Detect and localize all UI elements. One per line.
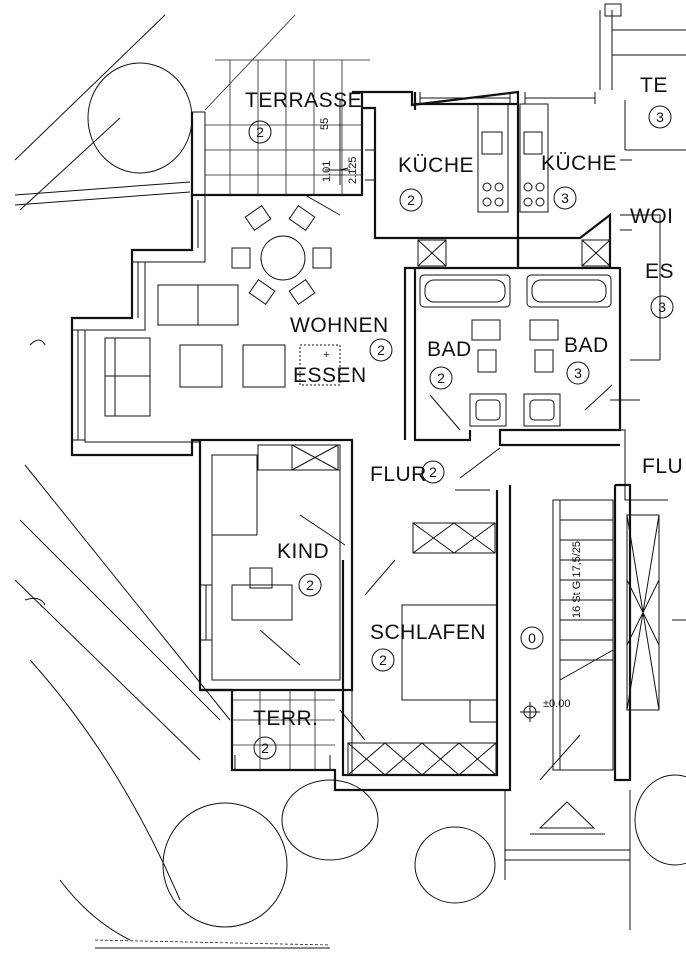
unit-bad-3: 3	[574, 365, 582, 381]
windows	[72, 92, 632, 770]
label-essen: ESSEN	[293, 364, 367, 387]
unit-flur-2: 2	[429, 464, 437, 480]
label-flur-2: FLUR	[370, 463, 427, 486]
label-kind: KIND	[277, 540, 329, 563]
label-kueche-2: KÜCHE	[398, 154, 474, 177]
unit-schlafen: 2	[379, 652, 387, 668]
label-terrasse: TERRASSE	[245, 89, 362, 112]
label-schlafen: SCHLAFEN	[370, 621, 486, 644]
label-terr: TERR.	[253, 707, 319, 730]
label-terrasse-3: TE	[640, 74, 668, 97]
unit-bad-2: 2	[437, 370, 445, 386]
dim-101: 1.01	[321, 161, 333, 182]
furniture-living	[104, 205, 341, 417]
furniture-schlafen	[347, 522, 498, 776]
furniture-kind	[211, 444, 341, 621]
label-essen-3: ES	[645, 260, 674, 283]
label-wohnen: WOHNEN	[290, 314, 389, 337]
unit-terrasse: 2	[256, 124, 264, 140]
terrace-bottom	[232, 690, 335, 770]
unit-kueche-3: 3	[561, 190, 569, 206]
label-wohnen-3: WOI	[630, 205, 674, 228]
terrace-top-right	[599, 3, 686, 151]
bathroom-fixtures	[419, 274, 612, 427]
kitchen-3-fixtures	[519, 103, 611, 267]
unit-kind: 2	[306, 577, 314, 593]
landscaping	[14, 14, 686, 949]
dim-2125: 2.125	[347, 156, 359, 184]
kitchen-2-fixtures	[417, 103, 509, 267]
entrance-symbol	[504, 702, 631, 930]
level-mark: ±0.00	[543, 698, 570, 710]
unit-treppenhaus: 0	[528, 630, 536, 646]
staircase	[552, 499, 686, 771]
annotations: 1.01 55 2.125 16 St G 17,5/25 ±0.00	[319, 118, 583, 710]
unit-terrasse-3: 3	[656, 109, 664, 125]
dim-55: 55	[319, 118, 331, 130]
unit-wohnen-3: 3	[658, 299, 666, 315]
dimension-lines	[325, 100, 350, 185]
label-wohnen-plus: +	[323, 349, 329, 361]
label-kueche-3: KÜCHE	[541, 152, 617, 175]
room-labels: TERRASSE 2 KÜCHE 2 KÜCHE 3 WOHNEN + ESSE…	[245, 74, 683, 760]
label-flur-3: FLU	[642, 455, 683, 478]
terrace-top-left	[190, 14, 370, 197]
unit-terr: 2	[261, 740, 269, 756]
unit-wohnen: 2	[377, 342, 385, 358]
unit-kueche-2: 2	[407, 192, 415, 208]
stair-spec: 16 St G 17,5/25	[571, 541, 583, 618]
label-bad-3: BAD	[564, 334, 609, 357]
label-bad-2: BAD	[427, 338, 472, 361]
